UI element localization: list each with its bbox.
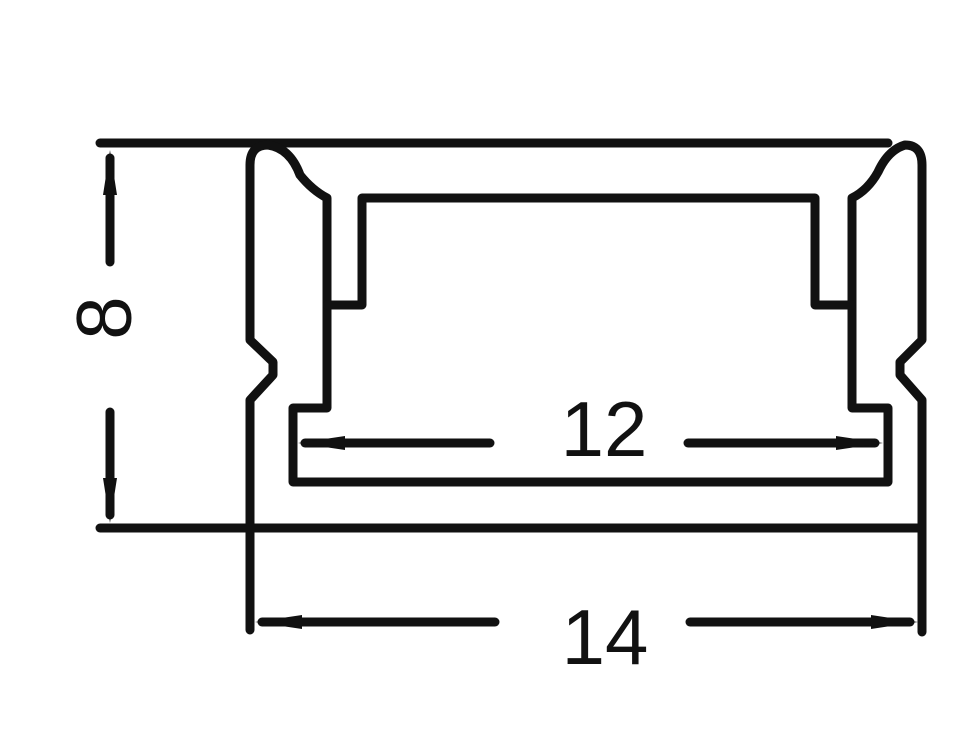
arrowhead-right <box>871 615 918 629</box>
arrowhead-right <box>836 436 883 450</box>
inner-lip <box>322 193 857 310</box>
height-dimension: 8 <box>60 150 148 523</box>
arrowhead-left <box>255 615 302 629</box>
arrowhead-down <box>103 478 117 523</box>
arrowhead-left <box>298 436 345 450</box>
outer-width-dimension: 14 <box>255 593 918 681</box>
outer-width-label: 14 <box>562 593 649 681</box>
inner-width-dimension: 12 <box>298 385 883 473</box>
arrowhead-up <box>103 150 117 195</box>
extension-lines <box>95 138 925 533</box>
outer-profile <box>245 140 927 637</box>
height-label: 8 <box>60 296 148 339</box>
inner-width-label: 12 <box>561 385 648 473</box>
